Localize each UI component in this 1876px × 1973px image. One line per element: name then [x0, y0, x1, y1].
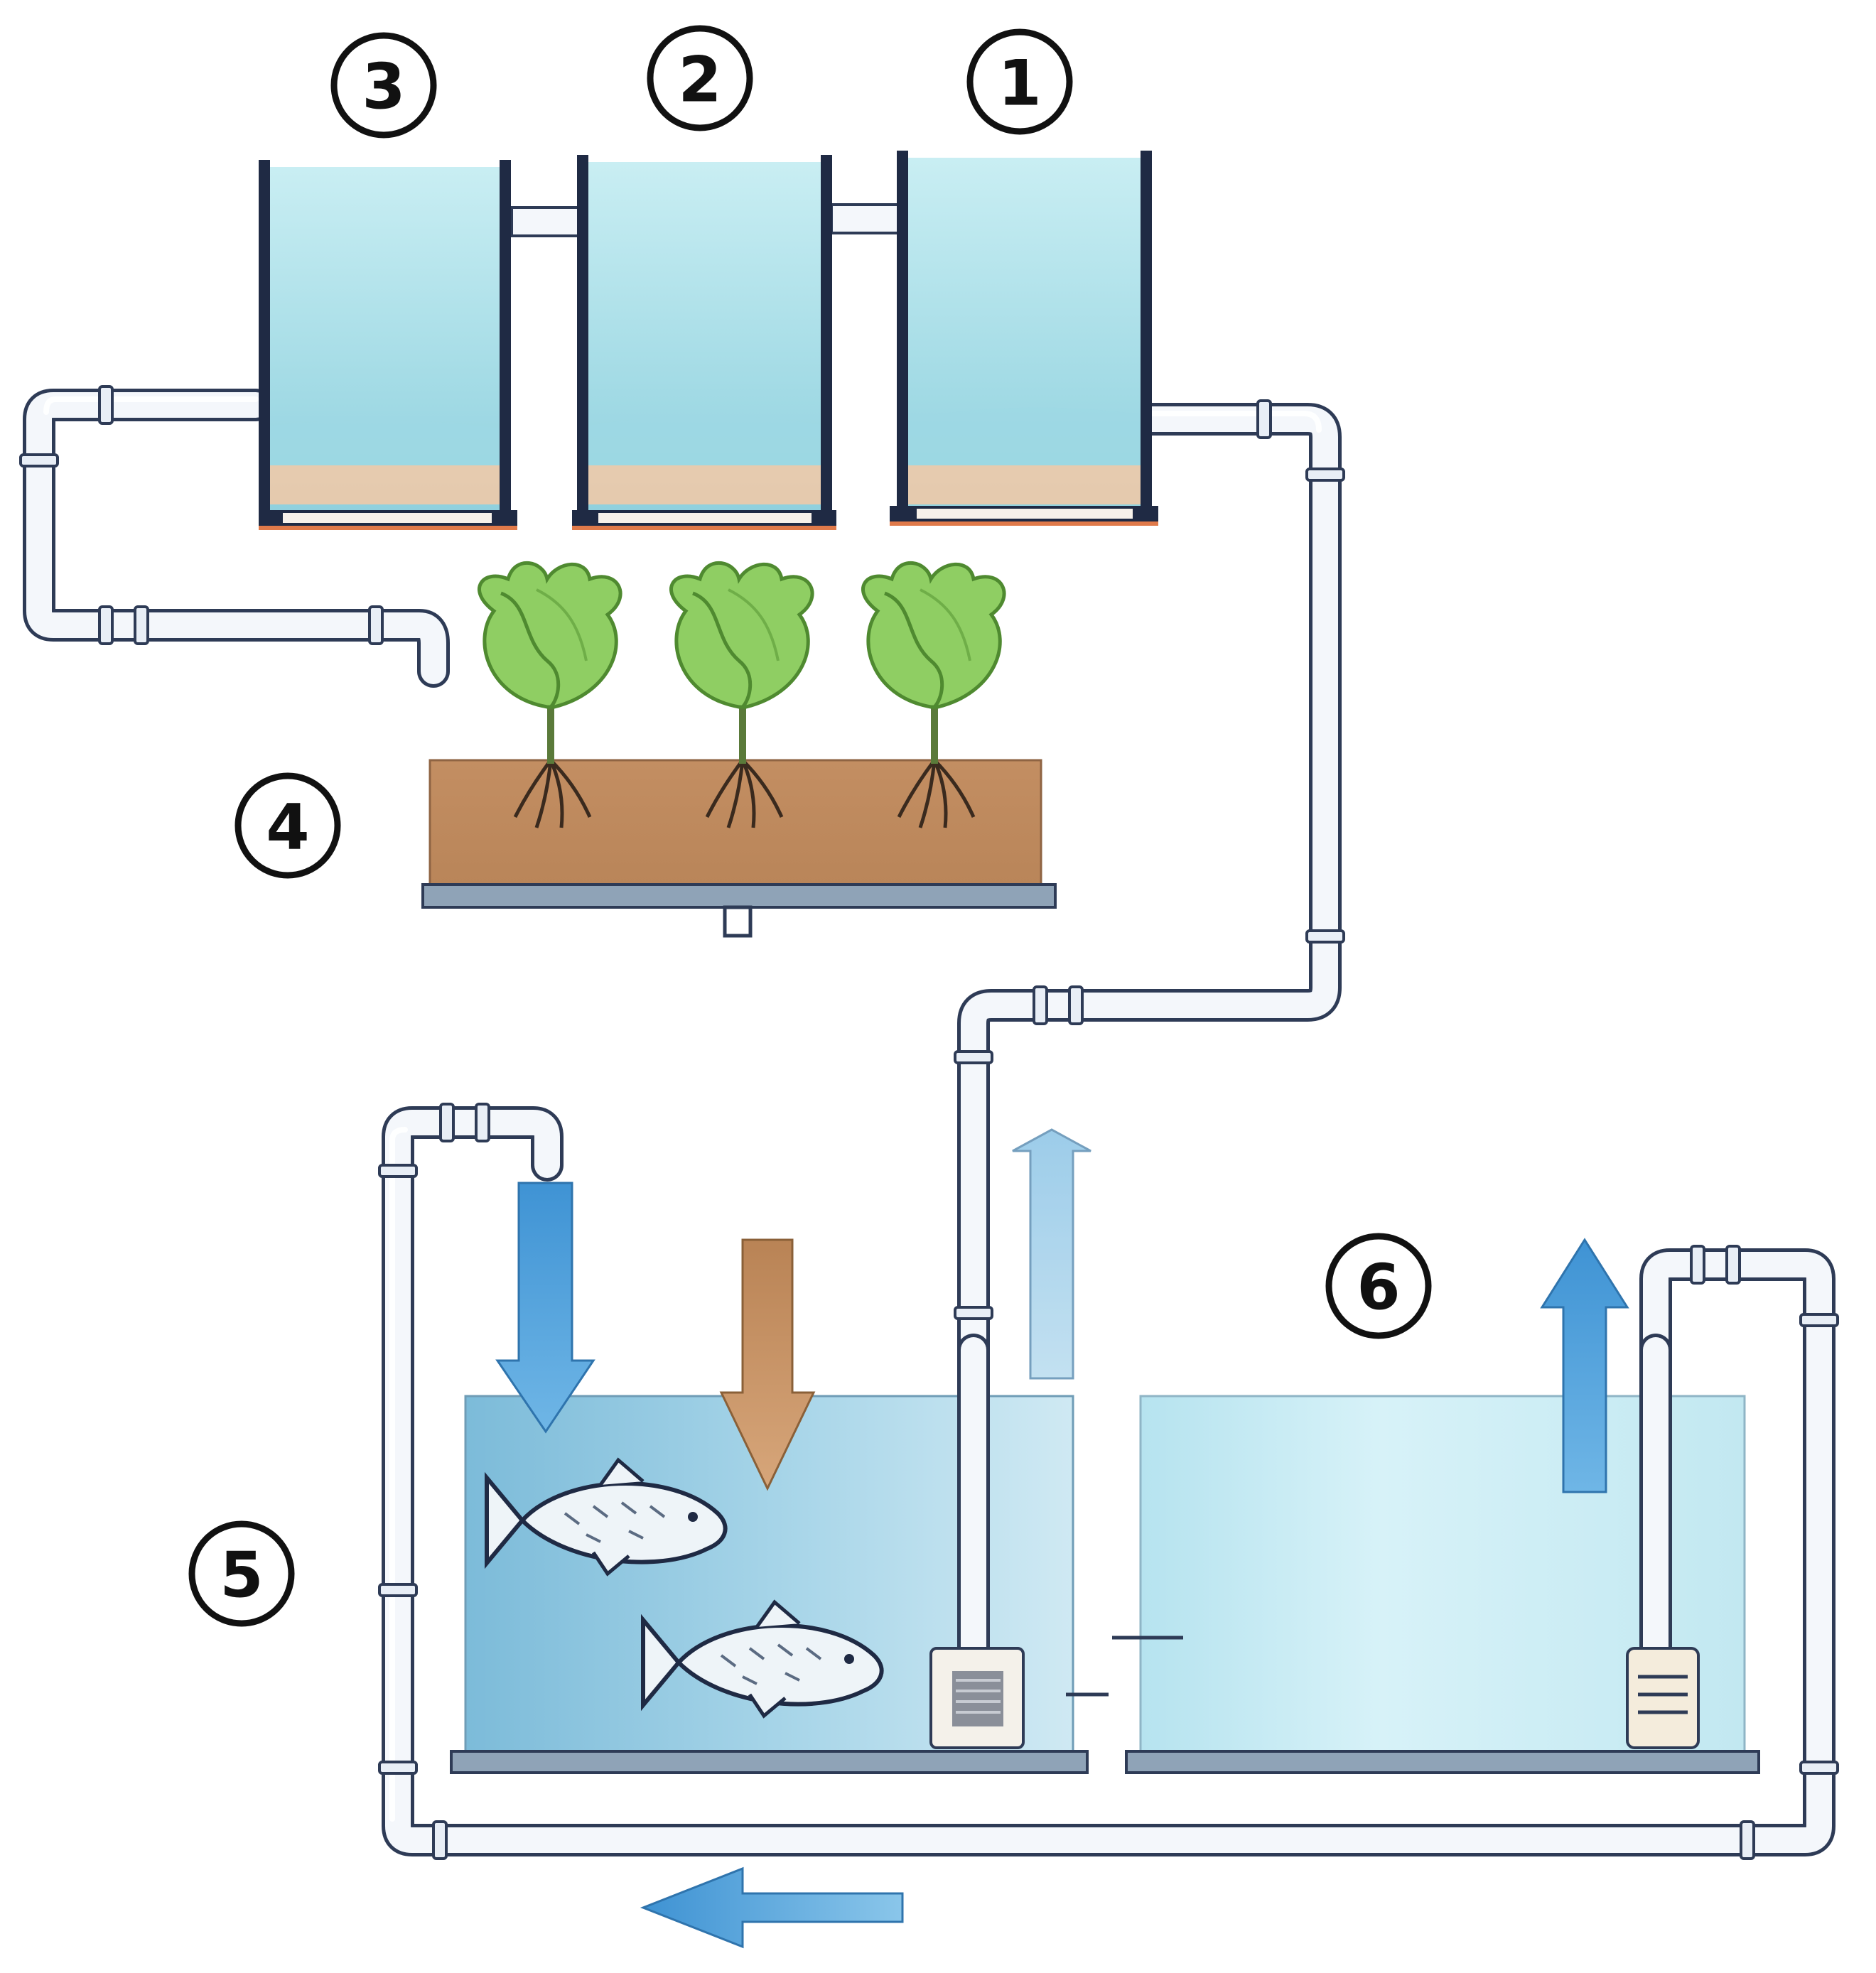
fish-tank-pump-icon — [929, 1647, 1025, 1749]
pipe-pump-to-tank1 — [957, 403, 1342, 1714]
label-2: 2 — [647, 25, 753, 131]
filter-tank-3 — [259, 160, 517, 530]
label-5-text: 5 — [220, 1539, 263, 1612]
label-3: 3 — [330, 32, 437, 139]
label-1: 1 — [966, 28, 1073, 135]
label-6-text: 6 — [1357, 1251, 1400, 1324]
label-5: 5 — [188, 1520, 295, 1627]
sump-pump-icon — [1626, 1647, 1700, 1749]
level-marks — [1066, 1636, 1183, 1697]
pipe-joints — [19, 385, 1839, 1860]
fishes — [485, 1457, 884, 1719]
lettuce-plant-icon — [669, 561, 814, 828]
grow-bed — [421, 759, 1057, 938]
lettuce-plant-icon — [861, 561, 1006, 828]
sump-tank-base — [1125, 1750, 1760, 1774]
grow-bed-tray — [421, 883, 1057, 909]
arrow-water-into-fish-tank — [495, 1182, 595, 1434]
fish-icon — [485, 1457, 728, 1577]
label-4: 4 — [234, 772, 341, 879]
lettuce-plant-icon — [478, 561, 622, 828]
fish-icon — [641, 1599, 884, 1719]
tank-3-substrate — [266, 465, 508, 504]
label-6: 6 — [1325, 1233, 1432, 1339]
arrow-sump-up — [1540, 1238, 1629, 1493]
label-3-text: 3 — [362, 50, 405, 124]
label-2-text: 2 — [678, 43, 721, 117]
tank-1-substrate — [906, 465, 1148, 504]
arrow-return-left — [640, 1866, 904, 1949]
label-4-text: 4 — [266, 791, 309, 864]
plants — [478, 561, 1006, 828]
arrow-pump-up — [1012, 1128, 1091, 1380]
arrow-feed-input — [719, 1238, 816, 1491]
filter-tank-2 — [572, 155, 836, 530]
grow-bed-drain — [723, 905, 753, 938]
fish-tank-base — [450, 1750, 1089, 1774]
label-1-text: 1 — [998, 47, 1041, 120]
pipe-network — [19, 203, 1839, 1860]
tank-2-substrate — [586, 465, 828, 504]
filter-tank-1 — [890, 151, 1158, 526]
pipe-tank3-to-growbed — [23, 389, 450, 688]
pipe-foreground — [957, 1334, 1672, 1679]
